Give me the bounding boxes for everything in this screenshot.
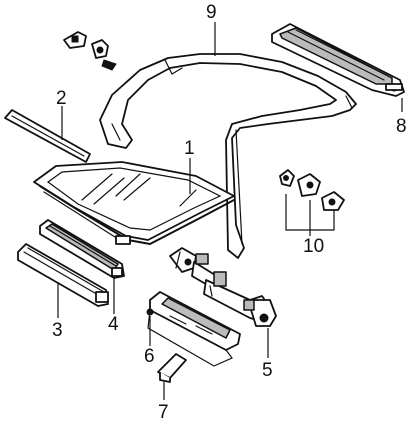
part-tray-6 [146, 291, 241, 367]
callout-6: 6 [144, 346, 155, 367]
part-glass-panel-1 [33, 161, 235, 245]
part-frame-9 [99, 53, 357, 259]
callout-10: 10 [303, 236, 324, 257]
callout-3: 3 [52, 320, 63, 341]
callout-1: 1 [184, 138, 195, 159]
callout-5: 5 [262, 360, 273, 381]
part-rail-3 [17, 243, 109, 307]
part-bracket-7 [157, 353, 187, 383]
part-strip-2 [4, 109, 91, 163]
part-rail-4 [39, 219, 125, 279]
part-clips-top [63, 31, 117, 71]
part-hardware-10 [279, 169, 345, 211]
part-mechanism-5 [169, 247, 277, 327]
callout-9: 9 [206, 2, 217, 23]
part-rail-8 [271, 23, 405, 97]
callout-8: 8 [396, 116, 407, 137]
callout-2: 2 [56, 88, 67, 109]
callout-7: 7 [158, 402, 169, 423]
callout-4: 4 [108, 314, 119, 335]
